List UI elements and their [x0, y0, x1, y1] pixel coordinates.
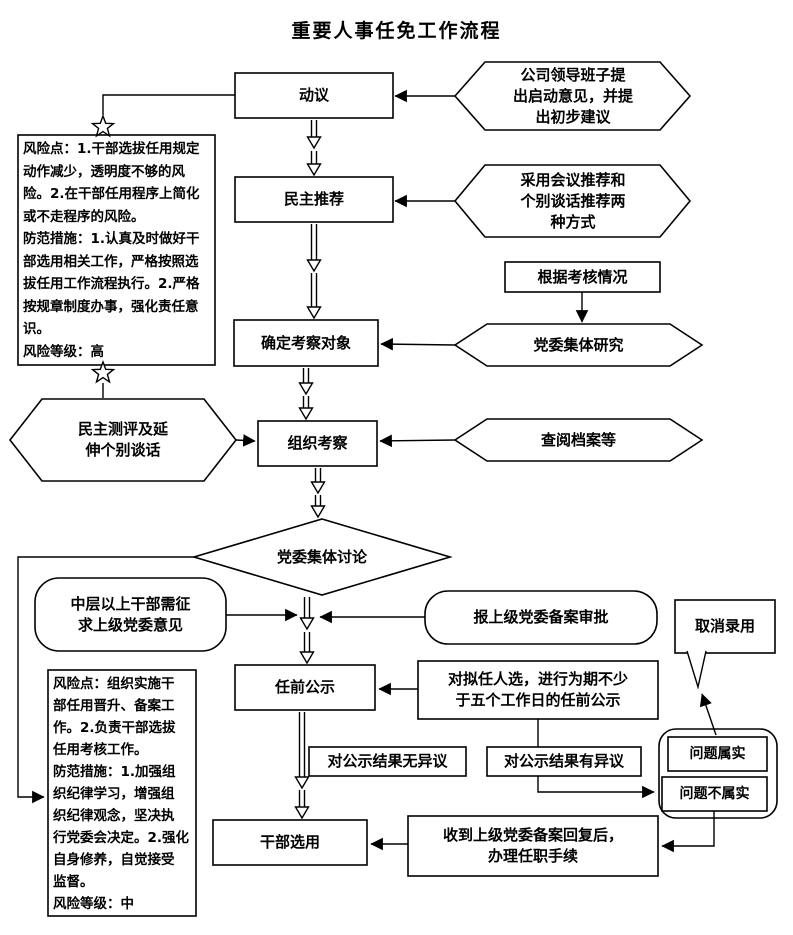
arrow-files-to-inspection: [379, 434, 456, 448]
flow-arrow-inspection-to-discussion-1: [310, 468, 326, 495]
edge-label-no-objection: 对公示结果无异议: [327, 752, 448, 770]
node-recommendation-methods-label: 采用会议推荐和 个别谈话推荐两 种方式: [520, 170, 626, 231]
node-committee-research-label: 党委集体研究: [533, 335, 624, 354]
diagram-title: 重要人事任免工作流程: [291, 20, 502, 42]
node-cancel-employment-callout: [674, 599, 776, 654]
arrow-research-to-targets: [380, 337, 456, 351]
node-motion-box: [234, 72, 394, 119]
node-determine-targets-label: 确定考察对象: [260, 333, 351, 352]
star-connector-bottom-icon: [90, 359, 116, 384]
node-issue-false-box: [661, 776, 768, 812]
node-candidates-publicity-box: [417, 660, 659, 720]
node-middle-level-consult-box: [34, 577, 227, 652]
node-receive-reply-label: 收到上级党委备案回复后， 办理任职手续: [442, 826, 623, 865]
node-leadership-proposal-label: 公司领导班子提 出启动意见，并提 出初步建议: [512, 65, 633, 126]
flow-arrow-discussion-to-preannouncement-2: [299, 632, 315, 665]
flow-arrow-recommendation-to-targets-1: [306, 224, 322, 273]
node-pre-announcement-label: 任前公示: [274, 678, 335, 696]
node-cancel-employment-label: 取消录用: [694, 617, 755, 635]
flow-arrow-motion-to-recommendation-1: [306, 120, 322, 150]
node-candidates-publicity-label: 对拟任人选，进行为期不少 于五个工作日的任前公示: [447, 670, 628, 709]
node-committee-discussion-label: 党委集体讨论: [276, 547, 367, 566]
node-organize-inspection-box: [257, 420, 378, 467]
flow-arrow-preannouncement-to-selection-2: [294, 790, 310, 820]
flow-arrow-inspection-to-discussion-2: [310, 495, 326, 519]
flow-arrow-discussion-to-preannouncement-1: [299, 597, 315, 631]
node-determine-targets-box: [233, 319, 379, 367]
risk-note-medium-box: [47, 669, 197, 917]
node-issue-true-box: [667, 736, 768, 772]
risk-note-high: 风险点：1.干部选拔任用规定 动作减少，透明度不够的风 险。2.在干部任用程序上…: [23, 141, 200, 360]
arrow-issue-true-to-cancel: [699, 693, 717, 736]
arrow-evaluation-to-inspection: [235, 434, 256, 447]
edge-label-objection: 对公示结果有异议: [503, 752, 624, 770]
node-cadre-selection-box: [212, 819, 368, 866]
node-issue-false-label: 问题不属实: [679, 785, 750, 802]
star-connector-top-icon: [90, 113, 116, 138]
flow-arrow-motion-to-recommendation-2: [306, 151, 322, 177]
flow-arrow-preannouncement-to-selection-1: [294, 712, 310, 790]
connector-discussion-to-risk-note-medium: [17, 556, 194, 804]
flow-arrow-targets-to-inspection-2: [298, 396, 314, 421]
node-leadership-proposal-hexagon: [453, 61, 692, 131]
edge-label-objection-box: [486, 746, 642, 777]
node-committee-research-hexagon: [453, 323, 704, 367]
node-pre-announcement-box: [234, 664, 376, 711]
node-recommendation-methods-hexagon: [453, 164, 692, 238]
node-review-files-label: 查阅档案等: [540, 430, 616, 449]
arrow-issue-false-to-reply: [661, 811, 715, 853]
node-issue-true-label: 问题属实: [689, 745, 746, 762]
node-review-files-hexagon: [453, 418, 704, 462]
node-assessment-basis-label: 根据考核情况: [537, 267, 628, 286]
flow-arrow-targets-to-inspection-1: [298, 368, 314, 396]
edge-label-no-objection-box: [308, 746, 467, 777]
node-cadre-selection-label: 干部选用: [259, 833, 320, 851]
node-democratic-evaluation-hexagon: [8, 398, 238, 482]
node-motion-label: 动议: [298, 86, 329, 104]
node-report-superior-label: 报上级党委备案审批: [473, 608, 609, 626]
node-committee-discussion-diamond: [191, 518, 453, 596]
node-assessment-basis-box: [504, 261, 661, 293]
cancel-employment-callout-tail: [686, 650, 707, 690]
issue-outcomes-bracket: [658, 728, 778, 819]
risk-note-high-box: [17, 134, 216, 366]
node-middle-level-consult-label: 中层以上干部需征 求上级党委意见: [70, 594, 191, 634]
node-report-superior-box: [424, 590, 658, 645]
node-receive-reply-box: [407, 815, 659, 877]
risk-note-medium: 风险点：组织实施干 部任用晋升、备案工 作。2.负责干部选拔 任用考核工作。 防…: [53, 676, 190, 912]
node-democratic-recommendation-box: [234, 176, 394, 223]
node-organize-inspection-label: 组织考察: [287, 434, 348, 452]
connector-motion-to-risk-star: [102, 94, 235, 115]
node-democratic-recommendation-label: 民主推荐: [283, 190, 344, 208]
flow-arrow-recommendation-to-targets-2: [306, 273, 322, 320]
arrow-objection-branch-to-issues: [537, 719, 655, 799]
node-democratic-evaluation-label: 民主测评及延 伸个别谈话: [77, 420, 168, 459]
